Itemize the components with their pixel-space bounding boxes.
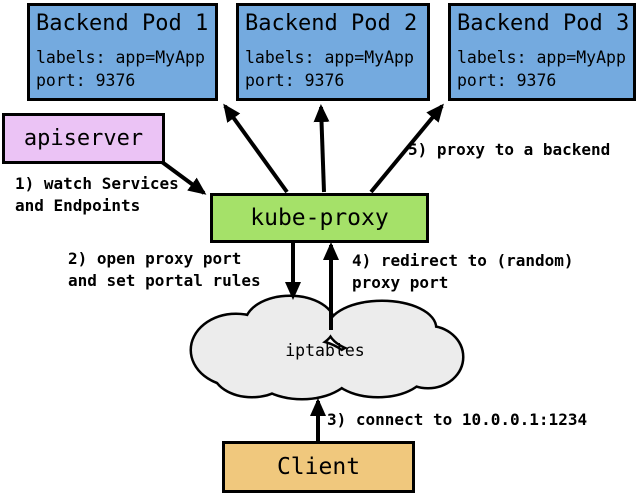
- iptables-label: iptables: [285, 341, 365, 360]
- pod-title: Backend Pod 3: [457, 11, 630, 36]
- iptables-cloud-shape: [189, 294, 465, 401]
- step-2-line-2: and set portal rules: [68, 271, 261, 290]
- kube-proxy-label: kube-proxy: [250, 205, 389, 231]
- step-3-label: 3) connect to 10.0.0.1:1234: [327, 409, 587, 431]
- step-4-line-1: 4) redirect to (random): [352, 251, 574, 270]
- step-3-line-1: 3) connect to 10.0.0.1:1234: [327, 410, 588, 429]
- backend-pod-3-box: Backend Pod 3 labels: app=MyApp port: 93…: [448, 3, 636, 101]
- apiserver-box: apiserver: [2, 113, 165, 164]
- pod-port: port: 9376: [36, 71, 136, 90]
- step-2-label: 2) open proxy port and set portal rules: [68, 248, 261, 292]
- pod-port: port: 9376: [245, 71, 345, 90]
- client-label: Client: [276, 454, 361, 480]
- pod-port: port: 9376: [457, 71, 557, 90]
- step-1-line-1: 1) watch Services: [15, 174, 179, 193]
- pod-labels: labels: app=MyApp: [36, 48, 205, 67]
- pod-labels: labels: app=MyApp: [245, 48, 414, 67]
- step-5-line-1: 5) proxy to a backend: [408, 140, 611, 159]
- step-4-line-2: proxy port: [352, 273, 449, 292]
- arrow-kubeproxy-to-pod1: [223, 103, 289, 194]
- step-2-line-1: 2) open proxy port: [68, 249, 242, 268]
- kube-proxy-box: kube-proxy: [210, 193, 429, 243]
- pod-title: Backend Pod 1: [36, 11, 209, 36]
- step-1-label: 1) watch Services and Endpoints: [15, 173, 179, 217]
- backend-pod-1-box: Backend Pod 1 labels: app=MyApp port: 93…: [27, 3, 218, 101]
- backend-pod-2-box: Backend Pod 2 labels: app=MyApp port: 93…: [236, 3, 430, 101]
- step-4-label: 4) redirect to (random) proxy port: [352, 250, 574, 294]
- apiserver-label: apiserver: [23, 126, 144, 151]
- pod-labels: labels: app=MyApp: [457, 48, 626, 67]
- step-1-line-2: and Endpoints: [15, 196, 141, 215]
- arrow-kubeproxy-to-pod3: [369, 103, 444, 194]
- client-box: Client: [222, 441, 415, 493]
- arrow-apiserver-to-kubeproxy: [160, 160, 207, 195]
- step-5-label: 5) proxy to a backend: [408, 139, 610, 161]
- pod-title: Backend Pod 2: [245, 11, 418, 36]
- arrow-kubeproxy-to-pod2: [313, 104, 330, 193]
